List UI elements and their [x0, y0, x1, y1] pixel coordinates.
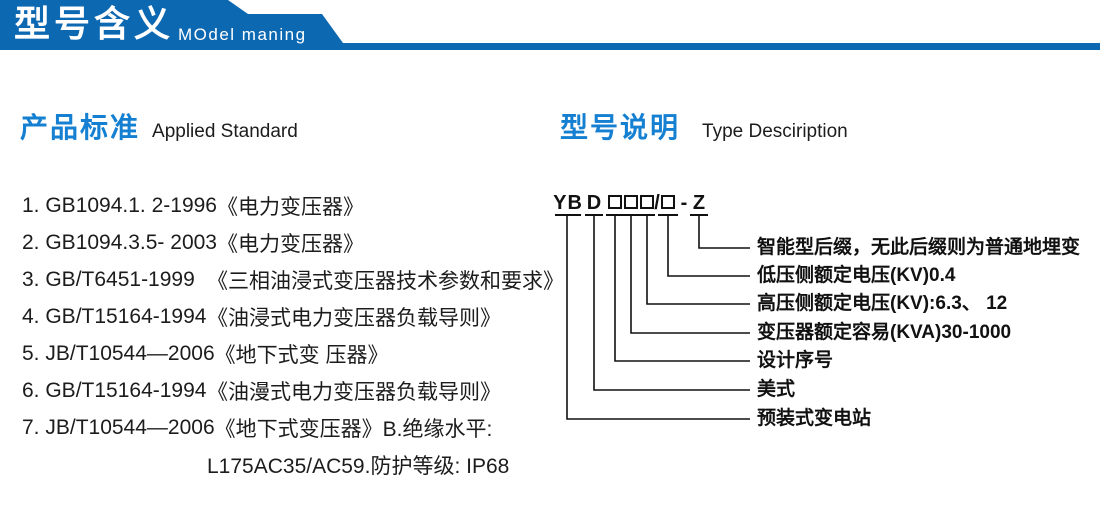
- standard-code: 4. GB/T15164-1994: [22, 304, 207, 328]
- standard-code: 6. GB/T15164-1994: [22, 378, 207, 402]
- list-item: 1. GB1094.1. 2-1996 《电力变压器》: [22, 187, 562, 224]
- connector-lines: [566, 216, 750, 420]
- applied-standard-header: 产品标准 Applied Standard: [20, 106, 298, 146]
- model-code-suffix: Z: [690, 192, 708, 216]
- model-code-prefix: YB: [553, 192, 583, 216]
- model-code-box-1: [606, 192, 623, 216]
- standard-code: 7. JB/T10544—2006: [22, 415, 215, 439]
- standard-code: 3. GB/T6451-1999: [22, 267, 195, 291]
- model-code-letter: D: [585, 192, 603, 216]
- standard-code: 1. GB1094.1. 2-1996: [22, 193, 217, 217]
- diagram-label-suffix: 智能型后缀，无此后缀则为普通地埋变: [757, 237, 1081, 258]
- type-description-header: 型号说明 Type Desciription: [560, 106, 848, 146]
- model-code-slash: /: [654, 192, 660, 214]
- placeholder-box-icon: [607, 195, 622, 209]
- diagram-label-prefab-substation: 预装式变电站: [757, 408, 872, 429]
- placeholder-box-icon: [640, 195, 654, 209]
- diagram-label-american-type: 美式: [757, 379, 796, 400]
- diagram-label-design-serial: 设计序号: [757, 350, 834, 371]
- type-description-title-cn: 型号说明: [560, 112, 681, 143]
- list-item: 4. GB/T15164-1994 《油浸式电力变压器负载导则》: [22, 298, 562, 335]
- applied-standard-title-en: Applied Standard: [152, 121, 298, 142]
- model-code-box-3: [639, 192, 655, 216]
- list-item: 5. JB/T10544—2006 《地下式变 压器》: [22, 335, 562, 372]
- model-code-dash: -: [680, 192, 688, 214]
- page-title: 型号含义: [14, 3, 175, 44]
- standard-desc: 《电力变压器》: [216, 232, 364, 256]
- list-item: 2. GB1094.3.5- 2003 《电力变压器》: [22, 224, 562, 261]
- applied-standard-title-cn: 产品标准: [20, 112, 141, 143]
- standard-desc: L175AC35/AC59.防护等级: IP68: [207, 454, 510, 478]
- standards-list: 1. GB1094.1. 2-1996 《电力变压器》 2. GB1094.3.…: [22, 187, 564, 483]
- diagram-label-lv-voltage: 低压侧额定电压(KV)0.4: [757, 265, 956, 286]
- list-item: 6. GB/T15164-1994 《油漫式电力变压器负载导则》: [22, 372, 562, 409]
- model-code-box-4: [658, 192, 678, 216]
- standard-desc: 《三相油浸式变压器技术参数和要求》: [207, 269, 564, 293]
- standard-desc: 《油浸式电力变压器负载导则》: [207, 306, 501, 330]
- page-title-en: MOdel maning: [178, 25, 307, 44]
- placeholder-box-icon: [624, 195, 638, 209]
- standard-desc: 《地下式变 压器》: [214, 343, 389, 367]
- standard-desc: 《油漫式电力变压器负载导则》: [207, 380, 501, 404]
- standard-code: 5. JB/T10544—2006: [22, 341, 215, 365]
- list-item: 7. JB/T10544—2006 《地下式变压器》B.绝缘水平:: [22, 409, 562, 446]
- diagram-label-hv-voltage: 高压侧额定电压(KV):6.3、 12: [757, 293, 1008, 314]
- list-item: 3. GB/T6451-1999 《三相油浸式变压器技术参数和要求》: [22, 261, 564, 298]
- standard-code: 2. GB1094.3.5- 2003: [22, 230, 217, 254]
- type-description-title-en: Type Desciription: [702, 121, 848, 142]
- placeholder-box-icon: [661, 195, 675, 209]
- diagram-label-capacity: 变压器额定容易(KVA)30-1000: [757, 322, 1012, 343]
- standard-desc: 《电力变压器》: [216, 195, 364, 219]
- model-code-box-2: [623, 192, 639, 216]
- standard-desc: 《地下式变压器》B.绝缘水平:: [214, 417, 493, 441]
- list-item: L175AC35/AC59.防护等级: IP68: [22, 446, 562, 483]
